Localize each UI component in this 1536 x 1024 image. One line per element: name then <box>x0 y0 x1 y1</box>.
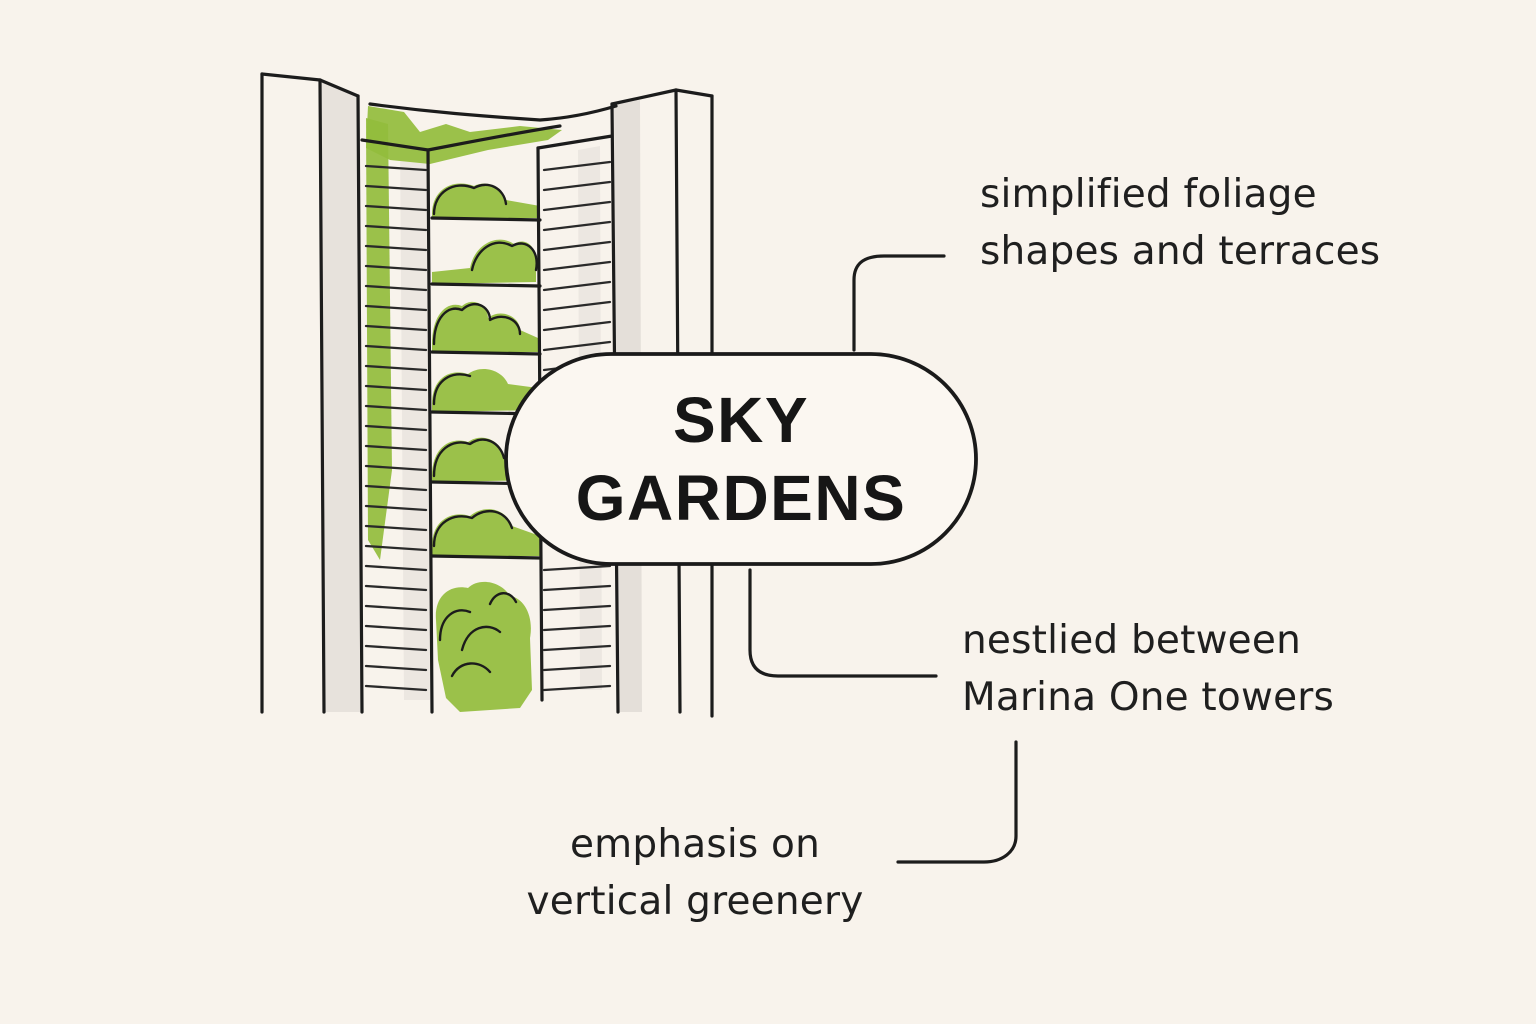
annotation-emphasis-line-2: vertical greenery <box>526 879 864 924</box>
terrace-foliage-6 <box>432 509 540 556</box>
terrace-foliage-2 <box>432 239 537 284</box>
title-capsule <box>504 352 978 566</box>
annotation-location: nestlied between Marina One towers <box>962 612 1334 726</box>
annotation-foliage-line-2: shapes and terraces <box>980 229 1381 274</box>
annotation-emphasis-line-1: emphasis on <box>569 822 820 867</box>
title-line-2: GARDENS <box>575 462 907 534</box>
title-line-1: SKY <box>672 384 810 456</box>
leader-location <box>748 568 938 678</box>
annotation-location-line-1: nestlied between <box>962 618 1301 663</box>
annotation-emphasis: emphasis on vertical greenery <box>500 816 890 930</box>
vine-foliage <box>366 118 392 560</box>
base-foliage <box>435 581 532 712</box>
inner-right-tower <box>536 134 614 702</box>
sky-gardens-title: SKY GARDENS <box>506 354 976 564</box>
leader-lines <box>748 254 1018 864</box>
terrace-foliage-3 <box>432 301 538 352</box>
leader-foliage <box>852 254 946 352</box>
terrace-foliage-1 <box>432 183 540 218</box>
roof-bridge-lower <box>426 124 562 152</box>
terrace-foliage-4 <box>432 369 538 412</box>
annotation-foliage: simplified foliage shapes and terraces <box>980 166 1380 280</box>
annotation-foliage-line-1: simplified foliage <box>980 172 1317 217</box>
annotation-location-line-2: Marina One towers <box>962 675 1335 720</box>
foliage-group <box>366 106 562 712</box>
left-tower <box>260 72 364 714</box>
leader-emphasis <box>896 740 1018 864</box>
roof-bridge <box>368 102 618 122</box>
floor-lines-left <box>364 164 428 692</box>
